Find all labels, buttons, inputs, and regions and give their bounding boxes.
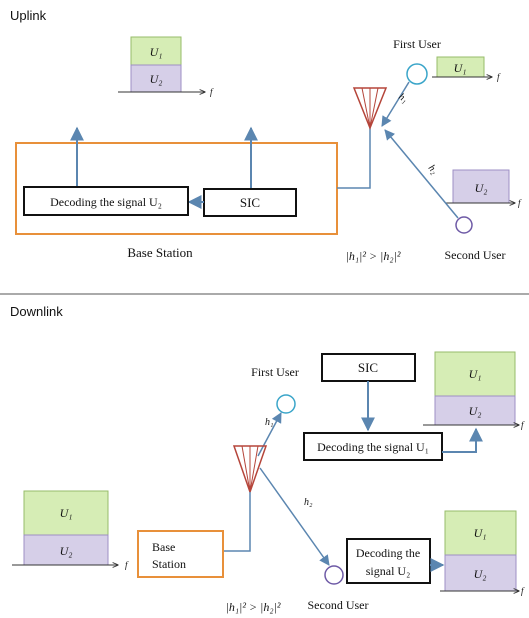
downlink-tr-u2-block — [434, 395, 516, 426]
uplink-second-user-u2-label: U₂ — [475, 181, 488, 195]
downlink-h1-label: h₁ — [265, 417, 273, 428]
uplink-second-user-u2-block — [452, 169, 510, 204]
downlink-left-axis-label: f — [125, 560, 129, 570]
downlink-section: Downlink First User h₁ SIC Decoding the … — [10, 304, 525, 614]
downlink-br-u2-label: U₂ — [474, 567, 487, 581]
downlink-second-user-circle — [324, 565, 344, 585]
uplink-second-user-circle — [455, 216, 473, 234]
uplink-h1-link — [381, 81, 410, 127]
downlink-left-u2-block — [23, 534, 109, 566]
downlink-left-stack: U₁ U₂ f — [12, 490, 129, 570]
uplink-decode-label: Decoding the signal U₂ — [50, 195, 162, 209]
downlink-br-axis-label: f — [521, 586, 525, 596]
uplink-station-label: Base Station — [127, 245, 193, 260]
downlink-decode-u1-box — [303, 432, 443, 461]
downlink-h2-link — [259, 467, 330, 566]
downlink-arrow-decode-to-u1 — [442, 427, 483, 453]
uplink-h2-label: h₂ — [426, 163, 440, 177]
uplink-second-user-axis-label: f — [518, 198, 522, 208]
downlink-br-u2-block — [444, 554, 517, 592]
uplink-sic-box — [203, 188, 297, 217]
uplink-section: Uplink U₁ U₂ f SIC Decoding the signal U… — [10, 8, 522, 263]
downlink-bottom-right-stack: U₁ U₂ f — [440, 510, 525, 596]
downlink-station-line2: Station — [152, 557, 186, 571]
uplink-first-user-axis-label: f — [497, 72, 501, 82]
uplink-first-user-u1-label: U₁ — [454, 61, 467, 75]
downlink-br-u1-label: U₁ — [474, 526, 487, 540]
downlink-decode-u2-line1: Decoding the — [356, 546, 420, 560]
uplink-antenna-feed — [337, 128, 371, 189]
uplink-stack-u1-label: U₁ — [150, 45, 163, 59]
downlink-decode-u2-box — [346, 538, 431, 584]
uplink-h2-link — [384, 129, 459, 219]
downlink-antenna-feed — [224, 492, 251, 552]
downlink-top-right-stack: U₁ U₂ f — [423, 351, 525, 430]
uplink-title: Uplink — [10, 8, 47, 23]
downlink-sic-label: SIC — [358, 360, 378, 375]
uplink-first-user-label: First User — [393, 37, 441, 51]
downlink-tr-axis-label: f — [521, 420, 525, 430]
uplink-stack-u1-block — [130, 36, 182, 66]
uplink-decode-box — [23, 186, 189, 216]
downlink-decode-u2-line2: signal U₂ — [366, 564, 411, 578]
uplink-stack: U₁ U₂ f — [118, 36, 214, 97]
downlink-condition: |h₁|² > |h₂|² — [226, 600, 281, 614]
downlink-br-u1-block — [444, 510, 517, 556]
downlink-tr-u2-label: U₂ — [469, 404, 482, 418]
uplink-h1-label: h₁ — [396, 91, 409, 105]
downlink-first-user-circle — [276, 394, 296, 414]
downlink-second-user-label: Second User — [308, 598, 369, 612]
downlink-h1-link — [257, 412, 282, 457]
uplink-first-user-circle — [406, 63, 428, 85]
uplink-stack-u2-block — [130, 64, 182, 93]
downlink-h2-label: h₂ — [304, 497, 313, 508]
downlink-station-line1: Base — [152, 540, 175, 554]
downlink-tr-u1-block — [434, 351, 516, 397]
downlink-left-u2-label: U₂ — [60, 544, 73, 558]
uplink-condition: |h₁|² > |h₂|² — [346, 249, 401, 263]
downlink-decode-u1-label: Decoding the signal U₁ — [317, 440, 429, 454]
downlink-left-u1-label: U₁ — [60, 506, 73, 520]
downlink-left-u1-block — [23, 490, 109, 536]
downlink-base-station-box — [137, 530, 224, 578]
uplink-second-user-label: Second User — [445, 248, 506, 262]
downlink-tr-u1-label: U₁ — [469, 367, 482, 381]
downlink-antenna — [232, 445, 268, 495]
uplink-sic-label: SIC — [240, 195, 260, 210]
downlink-first-user-label: First User — [251, 365, 299, 379]
uplink-stack-u2-label: U₂ — [150, 72, 163, 86]
uplink-stack-axis-label: f — [210, 87, 214, 97]
downlink-title: Downlink — [10, 304, 63, 319]
uplink-antenna — [352, 87, 388, 131]
